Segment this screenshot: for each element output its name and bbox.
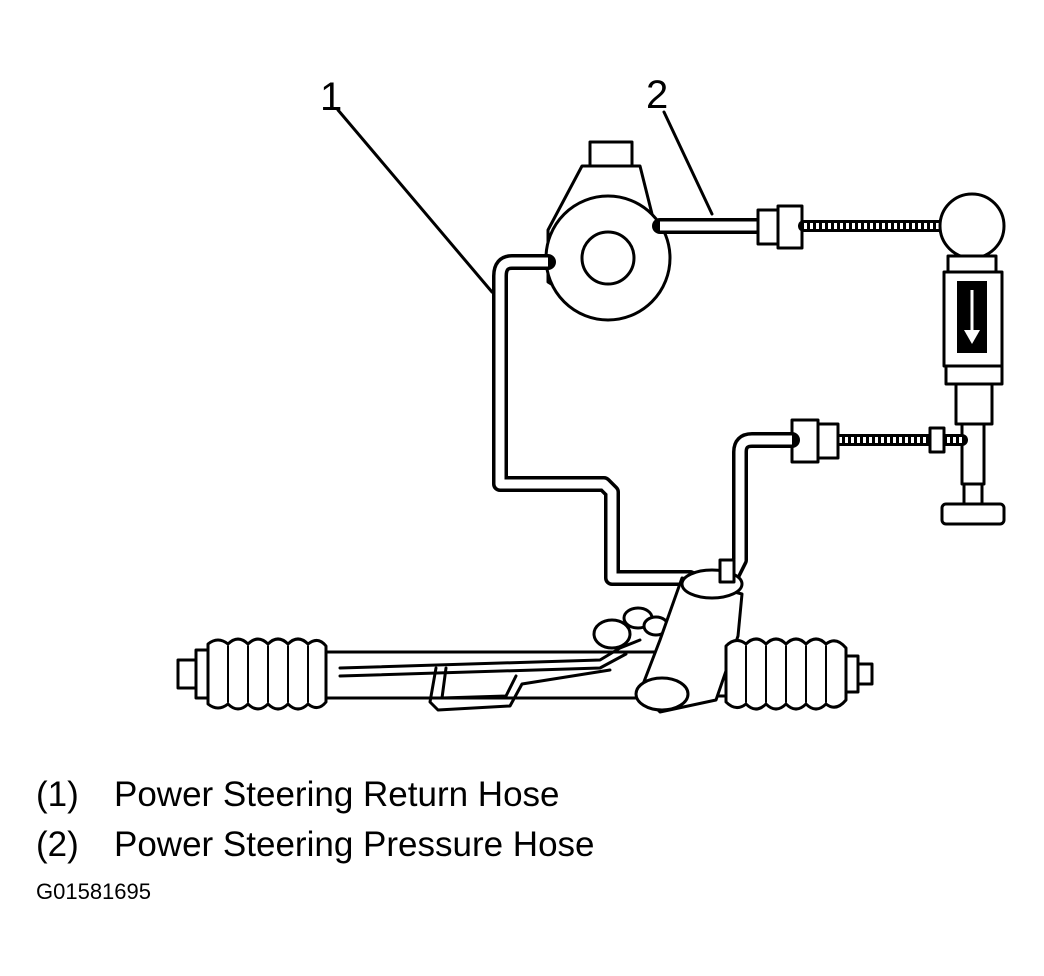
callout-1-number: 1 xyxy=(320,75,342,119)
pressure-flow-analyzer xyxy=(938,192,1006,526)
callout-2-number: 2 xyxy=(646,73,668,117)
steering-gear xyxy=(176,558,874,714)
return-hose xyxy=(492,254,698,586)
callout-1-leader xyxy=(336,108,494,294)
power-steering-pump xyxy=(544,140,672,322)
right-rack-boot xyxy=(724,637,874,711)
legend-label: Power Steering Pressure Hose xyxy=(114,825,595,864)
pressure-hose xyxy=(652,204,950,250)
figure-id: G01581695 xyxy=(36,879,151,904)
pressure-hose-fitting-nut-a xyxy=(756,208,780,246)
flow-direction-arrow-icon xyxy=(964,330,980,344)
legend-number: (1) xyxy=(36,775,79,814)
power-steering-diagram: 1 2 xyxy=(176,73,1006,714)
analyzer-outlet-hose xyxy=(724,418,968,584)
callout-2-leader xyxy=(662,110,714,216)
shutoff-valve-handle xyxy=(940,502,1006,526)
reservoir-cap xyxy=(588,140,634,168)
left-rack-boot xyxy=(176,637,328,711)
legend-label: Power Steering Return Hose xyxy=(114,775,560,814)
pressure-gauge xyxy=(938,192,1006,260)
pump-pulley-hub xyxy=(580,230,636,286)
legend-number: (2) xyxy=(36,825,79,864)
analyzer-valve-body xyxy=(960,422,986,486)
